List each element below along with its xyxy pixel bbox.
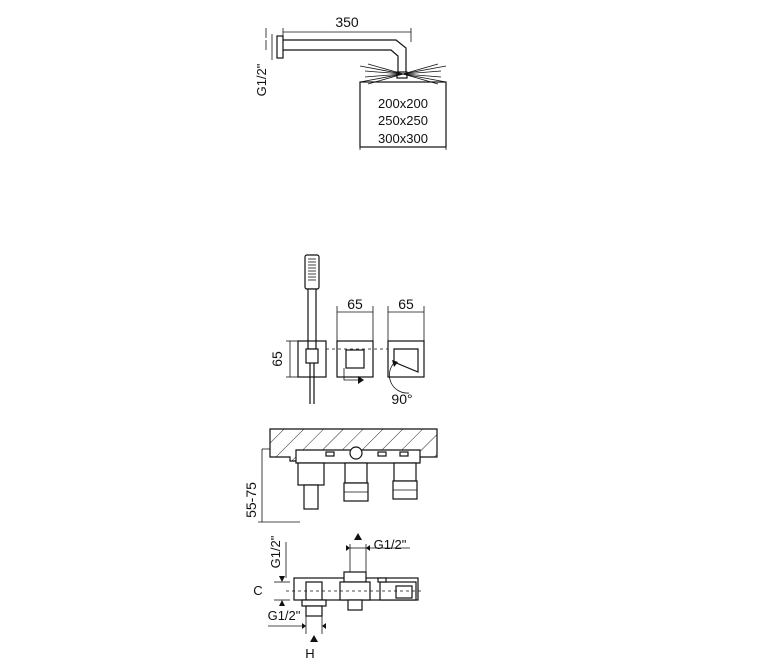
- width-2-label: 65: [398, 296, 414, 312]
- hose: [309, 363, 315, 404]
- mixer-plate: [336, 340, 374, 378]
- mixer-plate-section: [344, 462, 368, 484]
- left-outlet-flange: [297, 462, 325, 486]
- wall-thread-label: G1/2": [254, 63, 269, 96]
- bottom-thread-label: G1/2": [268, 608, 301, 623]
- connection-view: G1/2" C G1/2" G1/2" H: [253, 533, 424, 661]
- head-size-3: 300x300: [378, 131, 428, 146]
- mixer-cartridge: [349, 446, 363, 460]
- hand-shower-head: [304, 254, 320, 290]
- hand-shower-nozzles: [308, 258, 316, 281]
- top-right-arrow-left: [346, 545, 350, 551]
- top-right-thread-label: G1/2": [374, 537, 407, 552]
- shower-head-assembly: 350 G1/2" 200x200 250x250 300x300: [254, 14, 447, 150]
- head-size-2: 250x250: [378, 113, 428, 128]
- c-arrow-bottom: [279, 600, 285, 606]
- left-outlet-pipe: [303, 484, 319, 510]
- center-inlet-top: [343, 571, 367, 583]
- top-right-pointer: [354, 533, 362, 540]
- bottom-arrow-right: [322, 623, 326, 629]
- width-1-label: 65: [347, 296, 363, 312]
- arm-length-label: 350: [335, 14, 359, 30]
- depth-label: 55-75: [243, 482, 259, 518]
- holder-bracket: [305, 348, 319, 364]
- diverter-lever: [393, 348, 419, 373]
- center-outlet: [347, 599, 363, 611]
- rotation-arrowhead: [358, 376, 364, 384]
- diverter-plate: [387, 340, 425, 378]
- left-inlet-block: [305, 581, 323, 601]
- holder-plate: [297, 340, 327, 378]
- detail-small-3: [399, 451, 409, 457]
- rotation-arc: [388, 361, 410, 394]
- detail-small-1: [325, 451, 335, 457]
- diverter-plate-section: [393, 462, 417, 482]
- height-label: 65: [269, 351, 285, 367]
- top-thread-label: G1/2": [268, 535, 283, 568]
- rotation-label: 90°: [391, 391, 412, 407]
- mixer-knob: [345, 349, 365, 369]
- right-outlet: [395, 585, 413, 599]
- left-inlet-pipe: [305, 605, 323, 617]
- hand-shower-handle: [307, 288, 317, 350]
- front-view: 65 65 65 90°: [269, 254, 425, 407]
- shower-arm-bottom: [283, 49, 399, 72]
- bottom-arrow-left: [302, 623, 306, 629]
- shower-head-rays: [359, 63, 447, 85]
- head-size-1: 200x200: [378, 96, 428, 111]
- h-pointer: [310, 635, 318, 642]
- label-h: H: [305, 646, 314, 661]
- left-inlet-nut: [301, 599, 327, 607]
- c-arrow-top: [279, 576, 285, 582]
- rotation-arrow: [343, 368, 358, 381]
- label-c: C: [253, 583, 262, 598]
- rotation-arc-arrowhead: [392, 360, 398, 367]
- wall-flange: [276, 35, 284, 59]
- shower-arm-top: [283, 39, 407, 72]
- detail-small-2: [377, 451, 387, 457]
- right-detail: [377, 577, 387, 583]
- section-view: 55-75: [243, 428, 438, 523]
